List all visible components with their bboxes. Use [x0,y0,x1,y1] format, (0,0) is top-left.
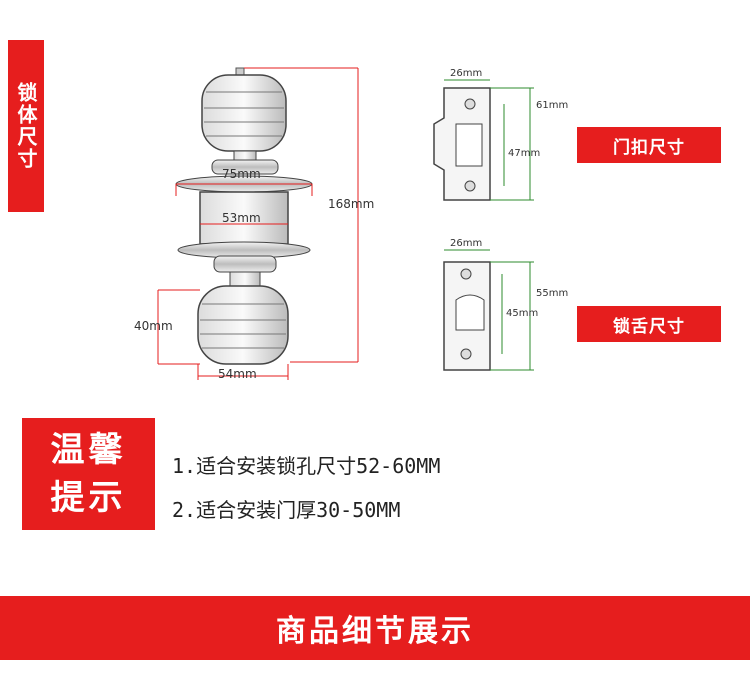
strike-plate [433,87,491,201]
total-length-label: 168mm [328,197,374,211]
svg-text:26mm: 26mm [450,238,482,249]
tips-box: 温馨 提示 [22,418,155,530]
knob-diameter-label: 54mm [218,367,257,381]
tip-line-2: 2.适合安装门厚30-50MM [172,498,401,522]
product-details-banner: 商品细节展示 [0,596,750,660]
svg-text:47mm: 47mm [508,148,540,159]
top-knob [201,67,287,152]
latch-size-tag: 锁舌尺寸 [577,306,721,342]
bottom-knob [197,285,289,365]
tips-title-line1: 温馨 [50,430,127,470]
rose-diameter-label: 75mm [222,167,261,181]
svg-text:45mm: 45mm [506,308,538,319]
svg-text:26mm: 26mm [450,68,482,79]
tips-title-line2: 提示 [50,478,127,518]
chassis-width-label: 53mm [222,211,261,225]
tip-line-1: 1.适合安装锁孔尺寸52-60MM [172,454,441,478]
lock-diagram: 75mm 53mm 168mm 40mm 54mm 26mm 47mm 61mm… [134,67,568,381]
latch-plate [443,261,491,371]
svg-text:61mm: 61mm [536,100,568,111]
lock-body-size-label: 锁体尺寸 [8,40,44,212]
svg-text:55mm: 55mm [536,288,568,299]
strike-size-tag: 门扣尺寸 [577,127,721,163]
knob-length-label: 40mm [134,319,173,333]
